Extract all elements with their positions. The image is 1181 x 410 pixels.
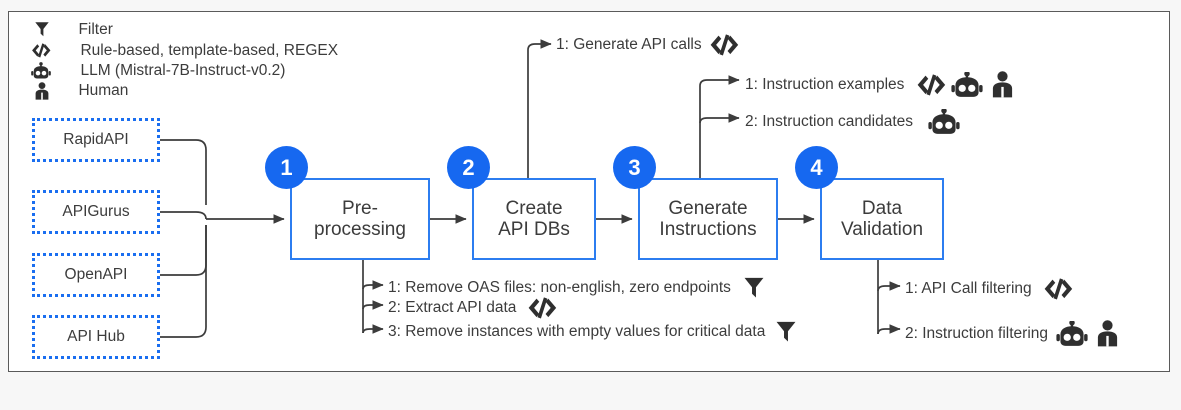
annotation-remove-oas-files: 1: Remove OAS files: non-english, zero e… xyxy=(388,276,766,300)
legend-item-llm: LLM (Mistral-7B-Instruct-v0.2) xyxy=(31,62,285,80)
annotation-instruction-candidates: 2: Instruction candidates xyxy=(745,109,960,135)
step-badge-4: 4 xyxy=(795,146,838,189)
annotation-remove-empty-values: 3: Remove instances with empty values fo… xyxy=(388,320,798,344)
legend-item-filter: Filter xyxy=(34,21,113,39)
step-number: 4 xyxy=(810,154,823,180)
step-number: 3 xyxy=(628,154,641,180)
annotation-text: 3: Remove instances with empty values fo… xyxy=(388,323,766,340)
annotation-extract-api-data: 2: Extract API data xyxy=(388,296,557,320)
source-box-openapi[interactable]: OpenAPI xyxy=(32,253,160,297)
annotation-text: 1: API Call filtering xyxy=(905,280,1032,297)
pipeline-box-preprocessing[interactable]: Pre- processing xyxy=(290,178,430,260)
annotation-text: 2: Instruction candidates xyxy=(745,113,914,130)
filter-icon xyxy=(774,320,798,344)
step-number: 1 xyxy=(280,154,293,180)
pipeline-box-line2: Instructions xyxy=(659,219,757,240)
annotation-text: 2: Instruction filtering xyxy=(905,324,1049,342)
pipeline-box-line2: processing xyxy=(314,219,406,240)
code-icon xyxy=(916,73,946,97)
source-label: API Hub xyxy=(67,328,125,345)
legend-label: Filter xyxy=(78,21,113,38)
step-badge-1: 1 xyxy=(265,146,308,189)
filter-icon xyxy=(742,276,766,300)
robot-icon xyxy=(951,71,983,98)
pipeline-box-line1: Data xyxy=(861,197,903,219)
source-label: APIGurus xyxy=(62,203,130,220)
robot-icon xyxy=(928,109,960,135)
code-icon xyxy=(527,296,557,320)
robot-icon xyxy=(1056,320,1088,347)
annotation-api-call-filtering: 1: API Call filtering xyxy=(905,277,1073,301)
code-icon xyxy=(1043,277,1073,301)
annotation-text: 1: Generate API calls xyxy=(556,36,702,53)
step-badge-2: 2 xyxy=(447,146,490,189)
legend-label: LLM (Mistral-7B-Instruct-v0.2) xyxy=(80,62,286,80)
pipeline-box-data-validation[interactable]: Data Validation xyxy=(820,178,944,260)
step-number: 2 xyxy=(462,154,475,180)
legend-item-code: Rule-based, template-based, REGEX xyxy=(31,42,338,60)
pipeline-box-line2: Validation xyxy=(840,219,924,240)
annotation-text: 1: Instruction examples xyxy=(745,75,905,93)
legend-item-human: Human xyxy=(34,82,128,100)
source-box-apigurus[interactable]: APIGurus xyxy=(32,190,160,234)
pipeline-box-generate-instructions[interactable]: Generate Instructions xyxy=(638,178,778,260)
code-icon xyxy=(709,33,739,57)
legend-label: Rule-based, template-based, REGEX xyxy=(80,42,339,59)
human-icon xyxy=(1095,320,1120,347)
human-icon xyxy=(990,71,1015,98)
source-label: RapidAPI xyxy=(63,131,129,148)
annotation-text: 2: Extract API data xyxy=(388,299,517,316)
pipeline-box-line2: API DBs xyxy=(498,219,570,240)
code-icon xyxy=(31,42,51,59)
pipeline-box-line1: Generate xyxy=(668,197,748,219)
source-box-rapidapi[interactable]: RapidAPI xyxy=(32,118,160,162)
annotation-instruction-filtering: 2: Instruction filtering xyxy=(905,320,1120,347)
source-box-apihub[interactable]: API Hub xyxy=(32,315,160,359)
legend-label: Human xyxy=(78,82,129,100)
step-badge-3: 3 xyxy=(613,146,656,189)
source-label: OpenAPI xyxy=(64,266,128,283)
annotation-text: 1: Remove OAS files: non-english, zero e… xyxy=(388,279,731,296)
human-icon xyxy=(34,82,52,100)
pipeline-box-line1: Create xyxy=(505,197,563,219)
filter-icon xyxy=(34,21,52,38)
robot-icon xyxy=(31,62,51,80)
pipeline-box-line1: Pre- xyxy=(342,197,378,219)
annotation-generate-api-calls: 1: Generate API calls xyxy=(556,33,739,57)
pipeline-box-create-api-dbs[interactable]: Create API DBs xyxy=(472,178,596,260)
annotation-instruction-examples: 1: Instruction examples xyxy=(745,71,1015,98)
